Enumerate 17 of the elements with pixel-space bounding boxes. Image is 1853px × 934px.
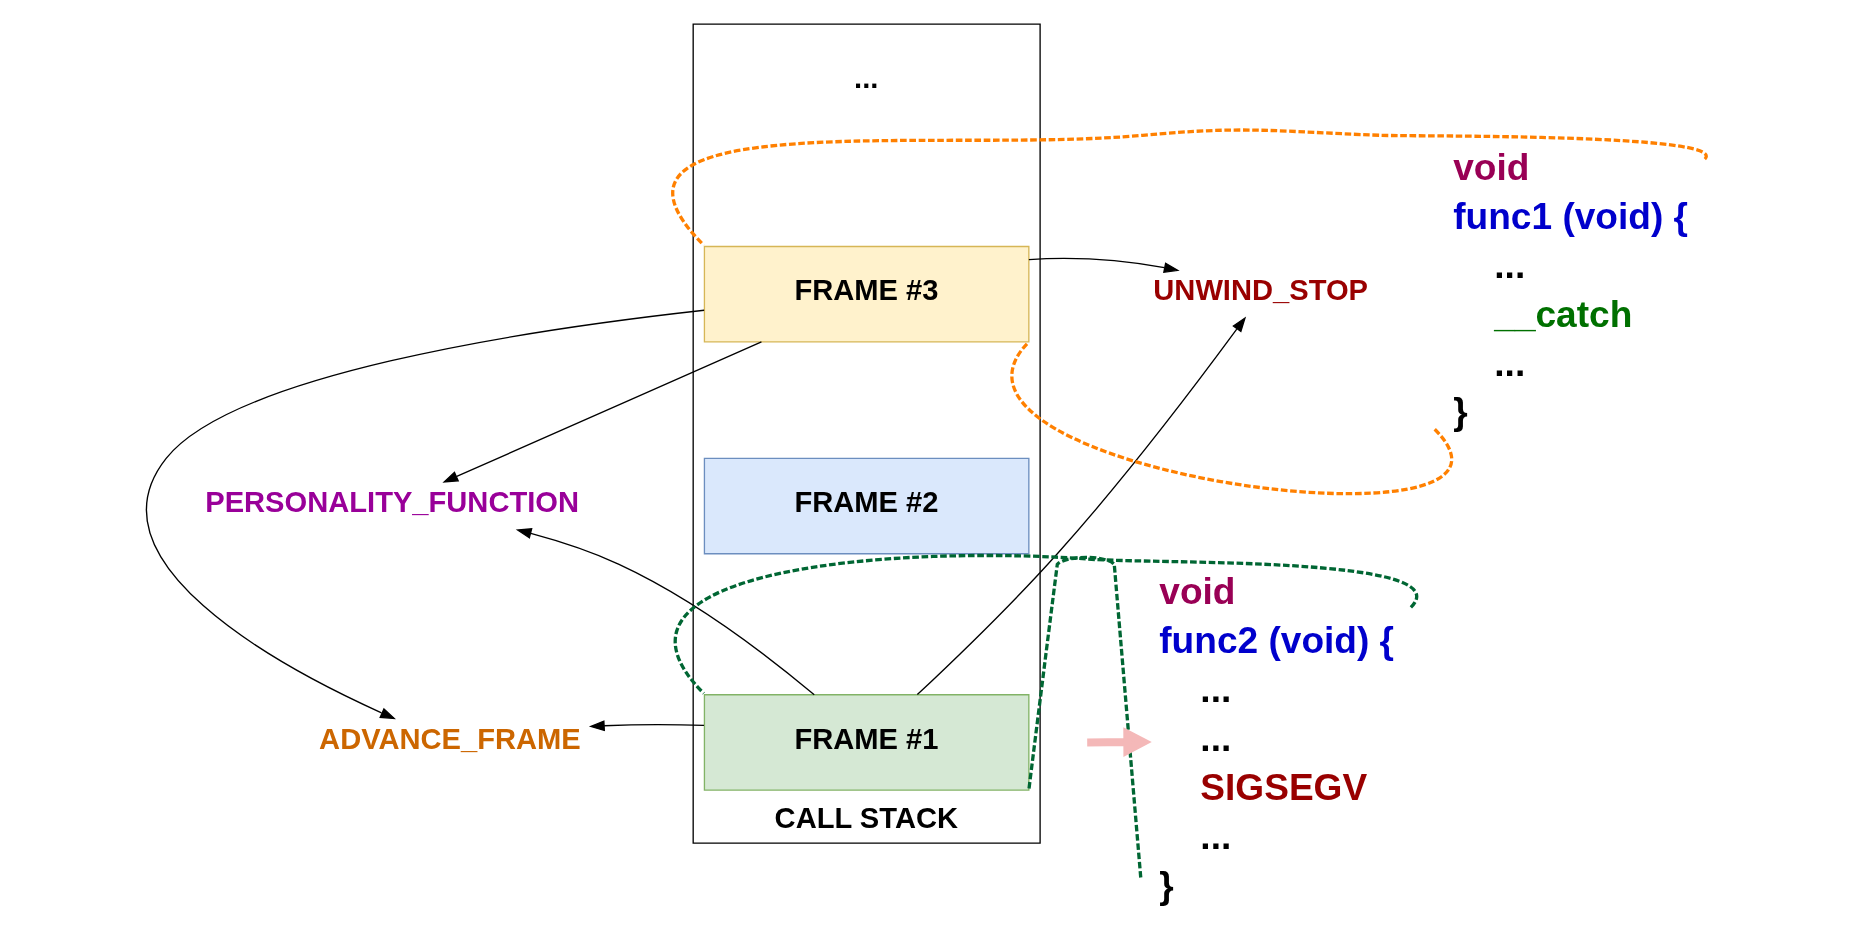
node-text: ... [854, 62, 879, 95]
node-text: void func1 (void) { ... __catch ... } [1453, 145, 1688, 433]
arrow [145, 309, 705, 720]
arrow [916, 316, 1247, 696]
node-box: FRAME #1 [703, 694, 1030, 791]
node-text: void func2 (void) { ... ... SIGSEGV ... } [1159, 569, 1395, 906]
arrow [1028, 257, 1180, 274]
arrow [588, 720, 705, 732]
connector [673, 553, 1417, 695]
node-text: UNWIND_STOP [1153, 274, 1369, 307]
node-text: ADVANCE_FRAME [319, 722, 581, 755]
node-box: FRAME #2 [703, 457, 1030, 555]
arrow [515, 528, 815, 696]
connector [672, 128, 1707, 247]
node-box: FRAME #3 [703, 245, 1030, 343]
node-text: PERSONALITY_FUNCTION [205, 486, 580, 519]
arrow [442, 341, 763, 483]
